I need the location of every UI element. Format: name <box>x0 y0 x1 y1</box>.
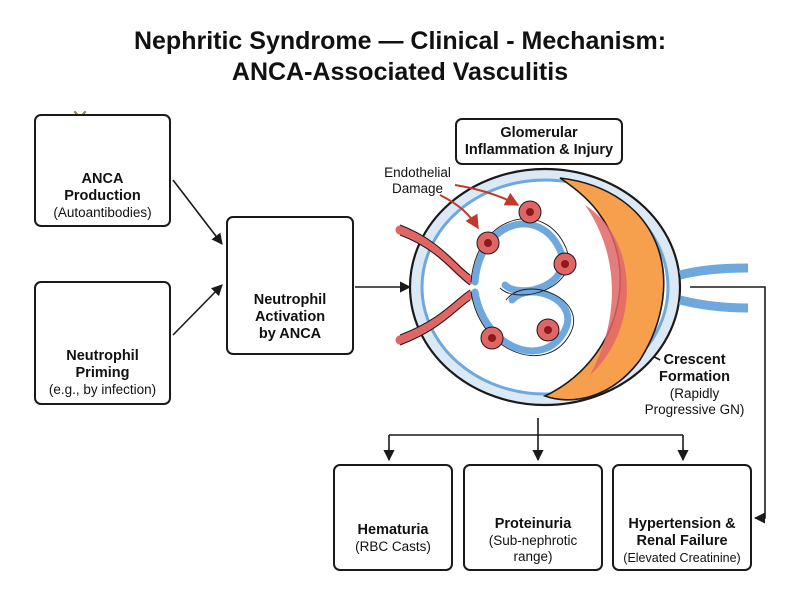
diagram-title: Nephritic Syndrome — Clinical - Mechanis… <box>0 26 800 88</box>
hematuria-label: Hematuria <box>357 522 429 538</box>
glomerular-inflammation-box: Glomerular Inflammation & Injury <box>455 118 623 165</box>
priming-label: Neutrophil Priming <box>66 348 139 381</box>
efferent-arteriole <box>395 290 475 345</box>
hematuria-sub: (RBC Casts) <box>355 539 431 554</box>
endothelial-damage-arrows <box>439 184 520 230</box>
flow-arrows <box>172 179 766 524</box>
proteinuria-label: Proteinuria <box>494 516 572 532</box>
anca-label: ANCA Production <box>64 171 141 204</box>
title-line-2: ANCA-Associated Vasculitis <box>231 58 569 86</box>
proteinuria-sub: (Sub-nephrotic range) <box>488 533 578 564</box>
proteinuria-box: Proteinuria (Sub-nephrotic range) <box>463 464 603 571</box>
title-line-1: Nephritic Syndrome — Clinical - Mechanis… <box>133 27 667 55</box>
afferent-arteriole <box>395 225 475 285</box>
crescent-formation-label: Crescent Formation (Rapidly Progressive … <box>644 352 745 417</box>
arrow-crescent-to-renal-failure <box>690 286 766 524</box>
hematuria-box: Hematuria (RBC Casts) <box>333 464 453 571</box>
priming-sub: (e.g., by infection) <box>48 382 157 397</box>
hypertension-renal-failure-box: Hypertension & Renal Failure (Elevated C… <box>612 464 752 571</box>
endothelial-damage-label: Endothelial Damage <box>384 165 451 196</box>
crescent <box>542 177 665 401</box>
anca-production-box: ANCA Production (Autoantibodies) <box>34 114 171 227</box>
anca-sub: (Autoantibodies) <box>53 205 152 220</box>
glomerular-label: Glomerular Inflammation & Injury <box>464 125 614 158</box>
neutrophil-activation-box: Neutrophil Activation by ANCA <box>226 216 354 355</box>
hypertension-label: Hypertension & Renal Failure <box>628 516 736 549</box>
hypertension-sub: (Elevated Creatinine) <box>623 551 741 565</box>
arrow-priming-to-activation <box>172 284 223 336</box>
activation-label: Neutrophil Activation by ANCA <box>253 292 327 342</box>
neutrophil-priming-box: Neutrophil Priming (e.g., by infection) <box>34 281 171 405</box>
arrow-anca-to-activation <box>172 179 223 245</box>
